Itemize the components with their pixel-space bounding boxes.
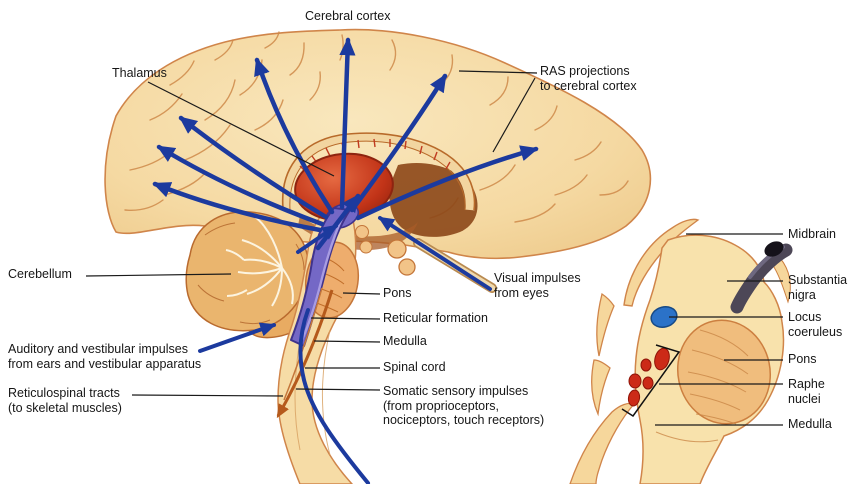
label-medulla-main: Medulla bbox=[383, 334, 427, 348]
visual-impulses-arrow bbox=[377, 216, 492, 291]
leader-somatic bbox=[295, 388, 381, 391]
raphe-bracket bbox=[621, 344, 681, 418]
label-somatic-sensory: Somatic sensory impulses (from proprioce… bbox=[383, 384, 545, 428]
inset-bottom-strip bbox=[569, 402, 636, 484]
raphe-nuclei-shape bbox=[627, 347, 670, 407]
ras-arrow-2 bbox=[156, 144, 325, 227]
arbor-vitae bbox=[225, 213, 294, 307]
inset-midbrain-strip bbox=[623, 218, 700, 307]
inset-horn bbox=[771, 257, 791, 304]
leader-cerebellum bbox=[85, 273, 232, 277]
label-pons-main: Pons bbox=[383, 286, 412, 300]
reticulospinal-tract-line bbox=[283, 287, 323, 401]
label-thalamus: Thalamus bbox=[112, 66, 167, 80]
ras-arrow-6 bbox=[349, 73, 448, 213]
main-brain bbox=[104, 28, 652, 484]
ras-arrow-3 bbox=[178, 115, 329, 220]
auditory-impulses-arrow bbox=[198, 322, 277, 353]
label-medulla-inset: Medulla bbox=[788, 417, 832, 431]
superior-colliculus bbox=[355, 225, 369, 239]
ras-arrows bbox=[152, 37, 539, 254]
ascending-tract-arrow bbox=[296, 224, 338, 254]
substantia-nigra-shape bbox=[730, 241, 793, 314]
label-auditory-impulses: Auditory and vestibular impulses from ea… bbox=[8, 342, 202, 371]
label-locus-coeruleus: Locus coeruleus bbox=[788, 310, 843, 339]
somatic-sensory-line bbox=[298, 308, 370, 484]
corpus-callosum bbox=[281, 132, 476, 211]
leader-thalamus bbox=[147, 81, 335, 177]
label-reticulospinal: Reticulospinal tracts (to skeletal muscl… bbox=[8, 386, 122, 415]
label-cerebral-cortex: Cerebral cortex bbox=[305, 9, 391, 23]
midbrain-region bbox=[389, 162, 478, 237]
reticulospinal-arrow bbox=[276, 289, 334, 419]
leader-pons-main bbox=[342, 292, 381, 295]
leader-reticular-formation bbox=[310, 317, 381, 320]
label-spinal-cord: Spinal cord bbox=[383, 360, 446, 374]
leader-medulla-main bbox=[313, 340, 381, 343]
label-reticular-formation: Reticular formation bbox=[383, 311, 488, 325]
ras-arrow-4 bbox=[254, 57, 335, 215]
label-ras-projections: RAS projections to cerebral cortex bbox=[540, 64, 637, 93]
ras-arrow-7 bbox=[355, 145, 539, 221]
label-pons-inset: Pons bbox=[788, 352, 817, 366]
label-substantia-nigra: Substantia nigra bbox=[788, 273, 848, 302]
label-visual-impulses: Visual impulses from eyes bbox=[494, 271, 581, 300]
locus-coeruleus-shape bbox=[650, 306, 678, 328]
label-raphe-nuclei: Raphe nuclei bbox=[788, 377, 825, 406]
ras-arrow-5 bbox=[339, 37, 356, 210]
label-midbrain-inset: Midbrain bbox=[788, 227, 836, 241]
inset-brainstem bbox=[569, 218, 793, 484]
leader-reticulospinal bbox=[131, 394, 284, 397]
leader-ras-upper bbox=[458, 70, 538, 74]
leader-ras-lower bbox=[492, 77, 536, 153]
inset-sliver-upper bbox=[596, 292, 615, 357]
inferior-colliculus bbox=[359, 240, 373, 254]
pituitary bbox=[387, 239, 416, 276]
inset-pons-shape bbox=[676, 319, 772, 425]
leader-lines bbox=[85, 70, 783, 426]
ras-arrow-1 bbox=[152, 181, 323, 233]
inset-sliver-lower bbox=[591, 359, 611, 417]
label-cerebellum: Cerebellum bbox=[8, 267, 72, 281]
